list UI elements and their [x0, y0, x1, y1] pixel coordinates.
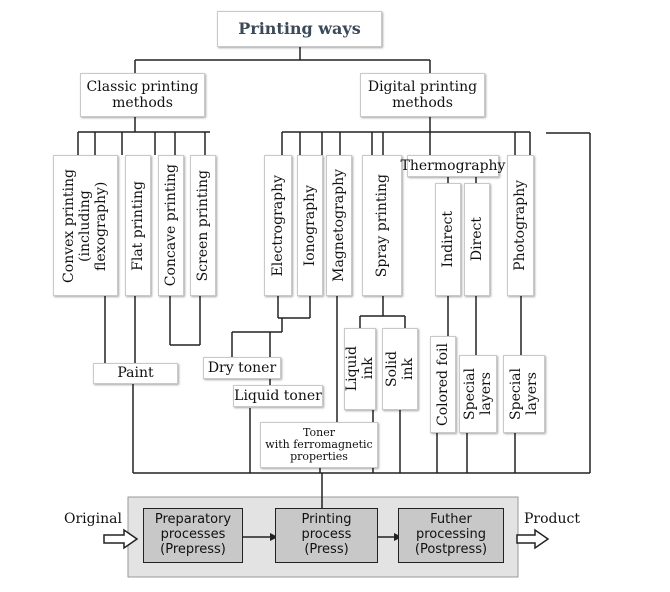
- material-special-layers-direct-label: Special layers: [462, 368, 494, 420]
- method-label-line: (including: [77, 189, 94, 262]
- special-layers-line: Special: [507, 368, 524, 420]
- material-dry-toner-label: Dry toner: [207, 359, 277, 376]
- special-layers-line: layers: [524, 372, 540, 416]
- method-label-line: flexography): [93, 180, 110, 271]
- step-line: process: [301, 527, 352, 543]
- material-ferro-toner: Toner with ferromagnetic properties: [260, 422, 378, 468]
- material-special-layers-photo-label: Special layers: [508, 368, 540, 420]
- input-arrow: [103, 528, 139, 550]
- method-photography-label: Photography: [512, 180, 529, 271]
- material-special-layers-direct: Special layers: [459, 355, 497, 433]
- diagram-title: Printing ways: [217, 11, 382, 47]
- material-liquid-toner: Liquid toner: [233, 385, 323, 407]
- output-label: Product: [524, 511, 580, 527]
- method-flat-printing: Flat printing: [125, 155, 151, 296]
- method-photography: Photography: [507, 155, 534, 296]
- input-label: Original: [64, 511, 122, 527]
- method-ionography-label: Ionography: [301, 184, 318, 267]
- step-line: Printing: [301, 512, 352, 528]
- material-solid-ink-label: Solid ink: [384, 351, 416, 387]
- ferro-toner-line: properties: [290, 450, 348, 464]
- method-label-line: Convex printing: [61, 168, 78, 283]
- material-colored-foil: Colored foil: [430, 336, 456, 433]
- liquid-ink-line: ink: [360, 358, 376, 380]
- method-magnetography: Magnetography: [326, 155, 352, 296]
- method-thermography: Thermography: [401, 155, 505, 177]
- classic-methods-box: Classic printing methods: [80, 73, 205, 117]
- solid-ink-line: Solid: [383, 351, 400, 387]
- method-indirect-label: Indirect: [439, 211, 456, 268]
- step-postpress: Futher processing (Postpress): [398, 508, 504, 563]
- step-line: processing: [415, 527, 487, 543]
- material-ferro-toner-label: Toner with ferromagnetic properties: [265, 425, 373, 464]
- method-spray-printing: Spray printing: [362, 155, 402, 296]
- material-dry-toner: Dry toner: [203, 357, 281, 379]
- step-line: Preparatory: [154, 512, 232, 528]
- special-layers-line: layers: [478, 372, 494, 416]
- digital-methods-box: Digital printing methods: [360, 73, 485, 117]
- method-concave-printing-label: Concave printing: [162, 164, 179, 287]
- classic-methods-line: Classic printing: [86, 78, 199, 95]
- material-special-layers-photo: Special layers: [503, 355, 545, 433]
- method-screen-printing: Screen printing: [190, 155, 216, 296]
- method-spray-printing-label: Spray printing: [373, 173, 390, 278]
- step-line: (Prepress): [160, 541, 226, 557]
- method-indirect: Indirect: [435, 183, 461, 296]
- step-line: (Press): [304, 541, 349, 557]
- step-press-label: Printing process (Press): [301, 512, 352, 558]
- step-press: Printing process (Press): [275, 508, 378, 563]
- method-thermography-label: Thermography: [400, 157, 506, 174]
- method-electrography-label: Electrography: [269, 174, 286, 277]
- method-convex-printing: Convex printing (including flexography): [53, 155, 118, 296]
- ferro-toner-line: with ferromagnetic: [265, 437, 373, 451]
- liquid-ink-line: Liquid: [343, 346, 360, 392]
- digital-methods-label: Digital printing methods: [368, 79, 477, 111]
- diagram-title-text: Printing ways: [238, 18, 361, 38]
- material-liquid-ink-label: Liquid ink: [344, 346, 376, 391]
- method-ionography: Ionography: [297, 155, 323, 296]
- digital-methods-line: methods: [392, 95, 453, 111]
- step-postpress-label: Futher processing (Postpress): [414, 512, 488, 558]
- method-concave-printing: Concave printing: [158, 155, 184, 296]
- classic-methods-line: methods: [112, 95, 173, 111]
- ferro-toner-line: Toner: [303, 425, 335, 439]
- step-line: Futher: [430, 512, 472, 528]
- method-direct: Direct: [464, 183, 490, 296]
- special-layers-line: Special: [461, 368, 478, 420]
- material-colored-foil-label: Colored foil: [434, 342, 451, 426]
- classic-methods-label: Classic printing methods: [87, 79, 199, 111]
- digital-methods-line: Digital printing: [367, 78, 478, 95]
- method-screen-printing-label: Screen printing: [194, 169, 211, 282]
- material-paint-label: Paint: [117, 365, 154, 382]
- material-paint: Paint: [93, 363, 178, 384]
- step-line: (Postpress): [414, 541, 488, 557]
- step-prepress: Preparatory processes (Prepress): [143, 508, 243, 563]
- step-line: processes: [160, 527, 226, 543]
- material-liquid-ink: Liquid ink: [344, 328, 376, 410]
- material-liquid-toner-label: Liquid toner: [234, 387, 322, 404]
- output-arrow: [516, 528, 550, 550]
- method-direct-label: Direct: [468, 217, 485, 262]
- method-magnetography-label: Magnetography: [330, 169, 347, 282]
- method-electrography: Electrography: [264, 155, 292, 296]
- method-flat-printing-label: Flat printing: [129, 180, 146, 271]
- material-solid-ink: Solid ink: [382, 328, 418, 410]
- method-convex-printing-label: Convex printing (including flexography): [61, 169, 109, 283]
- solid-ink-line: ink: [400, 358, 416, 380]
- step-prepress-label: Preparatory processes (Prepress): [154, 512, 232, 558]
